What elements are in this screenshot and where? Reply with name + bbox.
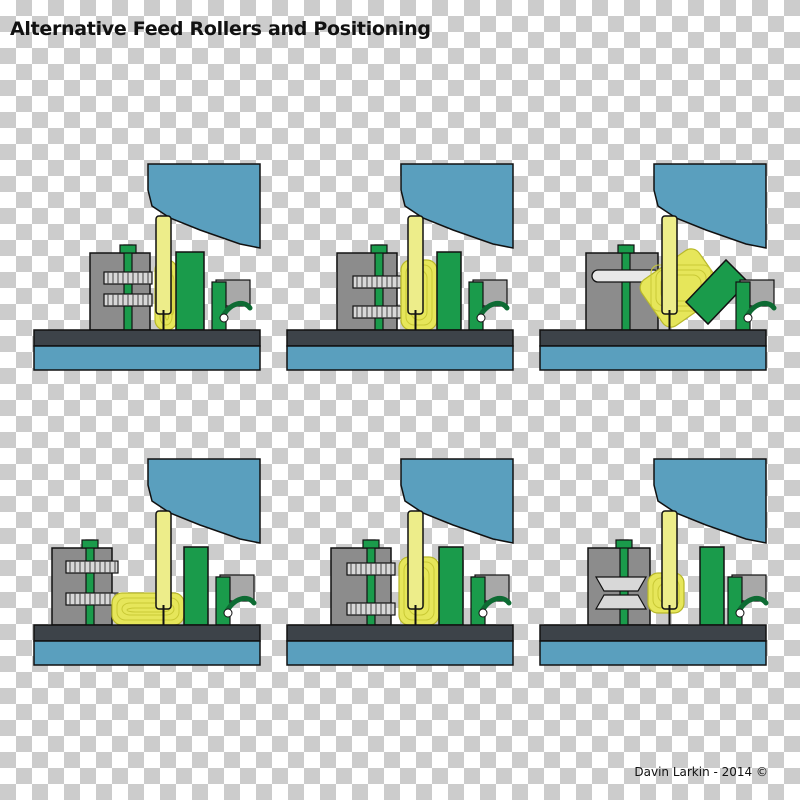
feed-roller-setup-2 <box>286 163 514 371</box>
tension-bracket <box>215 576 231 626</box>
table-base <box>33 640 261 666</box>
panel-1 <box>33 163 261 371</box>
table-base <box>286 640 514 666</box>
shaft-nut <box>370 244 388 254</box>
tension-bracket <box>727 576 743 626</box>
blade-guide <box>155 215 172 315</box>
feed-roller <box>183 546 209 626</box>
feed-roller-setup-3 <box>539 163 777 371</box>
feed-roller <box>438 546 464 626</box>
saw-guide-head <box>653 458 767 544</box>
panel-5 <box>286 458 514 666</box>
wood-grain <box>121 602 175 616</box>
table-top <box>33 624 261 642</box>
table-top <box>539 329 767 347</box>
roller-shaft <box>123 244 133 331</box>
feed-roller <box>175 251 205 331</box>
panel-4 <box>33 458 261 666</box>
saw-guide-head <box>653 163 767 249</box>
panel-3 <box>539 163 777 371</box>
tension-bracket <box>211 281 227 331</box>
feed-roller-setup-1 <box>33 163 261 371</box>
wood-grain <box>126 607 170 613</box>
tension-bracket <box>470 576 486 626</box>
pivot-pin <box>476 313 486 323</box>
saw-guide-head <box>400 458 514 544</box>
roller-shaft <box>621 244 631 331</box>
tension-bracket <box>468 281 484 331</box>
shaft-nut <box>362 539 380 549</box>
bevel-gear-bottom <box>594 594 648 610</box>
saw-guide-head <box>147 458 261 544</box>
table-top <box>286 329 514 347</box>
table-top <box>539 624 767 642</box>
diagram-title: Alternative Feed Rollers and Positioning <box>10 18 431 40</box>
table-top <box>33 329 261 347</box>
feed-roller <box>436 251 462 331</box>
table-base <box>33 345 261 371</box>
blade-guide <box>407 510 424 610</box>
roller-shaft <box>85 539 95 626</box>
blade-guide <box>661 510 678 610</box>
feed-roller-setup-4 <box>33 458 261 666</box>
feed-roller-setup-6 <box>539 458 769 666</box>
feed-roller-setup-5 <box>286 458 514 666</box>
shaft-nut <box>81 539 99 549</box>
table-base <box>286 345 514 371</box>
feed-roller <box>699 546 725 626</box>
blade-guide <box>407 215 424 315</box>
wood-grain <box>116 597 180 621</box>
table-base <box>539 345 767 371</box>
pivot-pin <box>219 313 229 323</box>
table-base <box>539 640 767 666</box>
roller-housing <box>89 252 151 331</box>
blade-guide <box>155 510 172 610</box>
bevel-gear-top <box>594 576 648 592</box>
panel-6 <box>539 458 769 666</box>
shaft-nut <box>617 244 635 254</box>
saw-guide-head <box>400 163 514 249</box>
table-top <box>286 624 514 642</box>
shaft-nut <box>119 244 137 254</box>
panel-2 <box>286 163 514 371</box>
pivot-pin <box>743 313 753 323</box>
tension-bracket <box>735 281 751 331</box>
pivot-pin <box>223 608 233 618</box>
shaft-nut <box>615 539 633 549</box>
saw-guide-head <box>147 163 261 249</box>
author-credit: Davin Larkin - 2014 © <box>634 765 768 779</box>
pivot-pin <box>735 608 745 618</box>
pivot-pin <box>478 608 488 618</box>
blade-guide <box>661 215 678 315</box>
roller-housing <box>51 547 113 626</box>
